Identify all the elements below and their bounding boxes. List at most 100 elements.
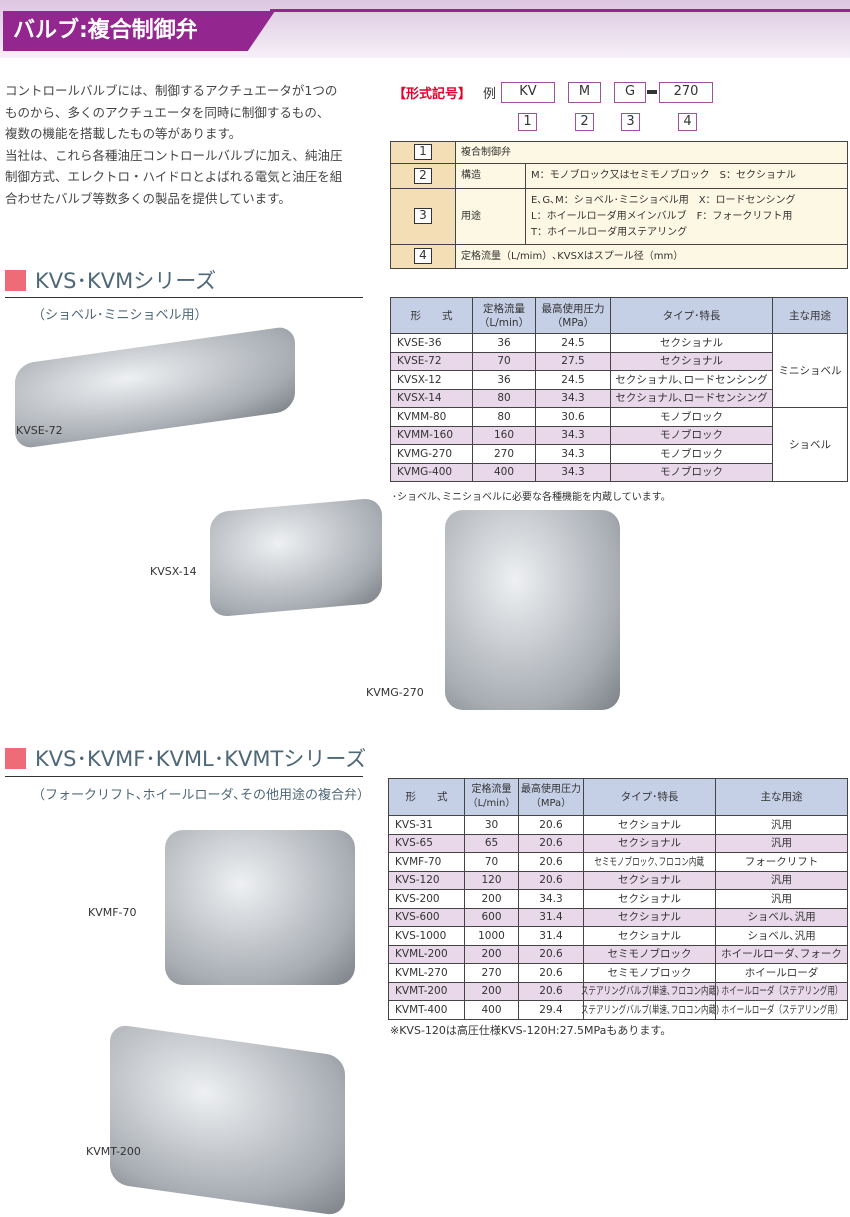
cell-flow: 1000	[464, 926, 519, 946]
cell-use-wrap: ホイールローダ（ステアリング用）	[716, 984, 847, 998]
cell-pressure: 34.3	[535, 444, 611, 464]
cell-flow: 80	[472, 388, 536, 408]
cell-flow: 36	[472, 370, 536, 390]
col-use: 主な用途	[772, 297, 848, 334]
intro-line: 合わせたバルブ等数多くの製品を提供しています。	[5, 190, 291, 206]
section-1-subtitle: （ショベル･ミニショベル用）	[32, 308, 208, 323]
cell-flow: 80	[472, 407, 536, 427]
section-1-note: ･ショベル､ミニショベルに必要な各種機能を内蔵しています。	[392, 492, 671, 503]
section-divider	[5, 776, 363, 777]
cell-pressure: 20.6	[518, 870, 584, 890]
cell-pressure: 20.6	[518, 815, 584, 835]
cell-model: KVSX-14	[390, 388, 473, 408]
cell-type: セクショナル	[583, 889, 716, 909]
cell-flow: 120	[464, 870, 519, 890]
cell-model: KVMG-270	[390, 444, 473, 464]
section-2-heading: KVS･KVMF･KVML･KVMTシリーズ	[5, 743, 366, 773]
section-2-spec-table: 形 式 定格流量（L/min） 最高使用圧力（MPa） タイプ･特長 主な用途 …	[388, 778, 848, 1020]
cell-model: KVMM-80	[390, 407, 473, 427]
section-2-note: ※KVS-120は高圧仕様KVS-120H:27.5MPaもあります。	[390, 1024, 672, 1037]
product-label: KVSX-14	[150, 565, 197, 578]
code-name: 構造	[455, 163, 526, 189]
section-1-title: KVS･KVMシリーズ	[35, 269, 217, 293]
section-2-subtitle: （フォークリフト､ホイールローダ､その他用途の複合弁）	[32, 788, 371, 803]
cell-pressure: 24.5	[535, 333, 611, 353]
intro-line: 制御方式、エレクトロ・ハイドロとよばれる電気と油圧を組	[5, 169, 343, 184]
cell-type: ステアリングバルブ(単速､フロコン内蔵)	[580, 981, 719, 1001]
cell-flow: 36	[472, 333, 536, 353]
cell-use: 汎用	[715, 870, 848, 890]
cell-type: セクショナル､ロードセンシング	[610, 388, 773, 408]
cell-model: KVS-65	[388, 833, 465, 853]
cell-model: KVMF-70	[388, 852, 465, 872]
cell-type-wrap: セミモノブロック､フロコン内蔵	[584, 855, 715, 869]
cell-model: KVS-200	[388, 889, 465, 909]
code-num: 1	[414, 144, 432, 160]
cell-model: KVML-200	[388, 944, 465, 964]
cell-pressure: 34.3	[535, 462, 611, 482]
cell-use-text: ホイールローダ（ステアリング用）	[721, 1003, 842, 1016]
cell-flow: 200	[464, 889, 519, 909]
cell-flow: 200	[464, 981, 519, 1001]
col-type: タイプ･特長	[610, 297, 773, 334]
code-number-2: 2	[575, 113, 594, 131]
col-pressure-label: 最高使用圧力	[541, 302, 605, 315]
cell-use: ホイールローダ（ステアリング用）	[715, 1000, 848, 1020]
cell-flow: 70	[472, 351, 536, 371]
col-pressure: 最高使用圧力（MPa）	[535, 297, 611, 334]
cell-type: セミモノブロック､フロコン内蔵	[583, 852, 716, 872]
cell-model: KVS-1000	[388, 926, 465, 946]
product-image-kvmt-200	[110, 1023, 345, 1217]
section-2-title: KVS･KVMF･KVML･KVMTシリーズ	[35, 747, 367, 771]
code-desc: E､G､M：ショベル･ミニショベル用 X：ロードセンシング	[531, 194, 796, 206]
cell-type-text: ステアリングバルブ(単速､フロコン内蔵)	[580, 985, 719, 998]
product-label: KVMF-70	[88, 906, 137, 919]
cell-flow: 200	[464, 944, 519, 964]
cell-type: セクショナル	[583, 833, 716, 853]
intro-line: 当社は、これら各種油圧コントロールバルブに加え、純油圧	[5, 147, 343, 163]
cell-type: セミモノブロック	[583, 944, 716, 964]
code-part-4: 270	[659, 82, 713, 103]
code-number-4: 4	[678, 113, 697, 131]
cell-model: KVS-120	[388, 870, 465, 890]
col-pressure-unit: （MPa）	[551, 316, 595, 329]
cell-model: KVMT-200	[388, 981, 465, 1001]
cell-flow: 65	[464, 833, 519, 853]
code-part-3: G	[614, 82, 646, 103]
col-model: 形 式	[390, 297, 473, 334]
square-bullet-icon	[5, 270, 26, 291]
code-part-2: M	[568, 82, 601, 103]
col-pressure-label: 最高使用圧力	[521, 784, 581, 795]
cell-flow: 400	[472, 462, 536, 482]
cell-type: セクショナル	[583, 870, 716, 890]
cell-model: KVS-600	[388, 907, 465, 927]
cell-type: セクショナル	[583, 815, 716, 835]
code-number-1: 1	[518, 113, 537, 131]
col-flow: 定格流量（L/min）	[472, 297, 536, 334]
cell-flow: 400	[464, 1000, 519, 1020]
cell-model: KVMT-400	[388, 1000, 465, 1020]
cell-type: モノブロック	[610, 425, 773, 445]
cell-pressure: 20.6	[518, 963, 584, 983]
cell-model: KVSE-72	[390, 351, 473, 371]
cell-use: ショベル､汎用	[715, 907, 848, 927]
cell-pressure: 20.6	[518, 833, 584, 853]
code-num: 3	[414, 208, 432, 224]
cell-use-wrap: ホイールローダ（ステアリング用）	[716, 1003, 847, 1017]
product-image-kvsx-14	[210, 497, 382, 618]
cell-flow: 30	[464, 815, 519, 835]
cell-use: ホイールローダ（ステアリング用）	[715, 981, 848, 1001]
code-num: 2	[414, 167, 432, 184]
cell-pressure: 20.6	[518, 852, 584, 872]
